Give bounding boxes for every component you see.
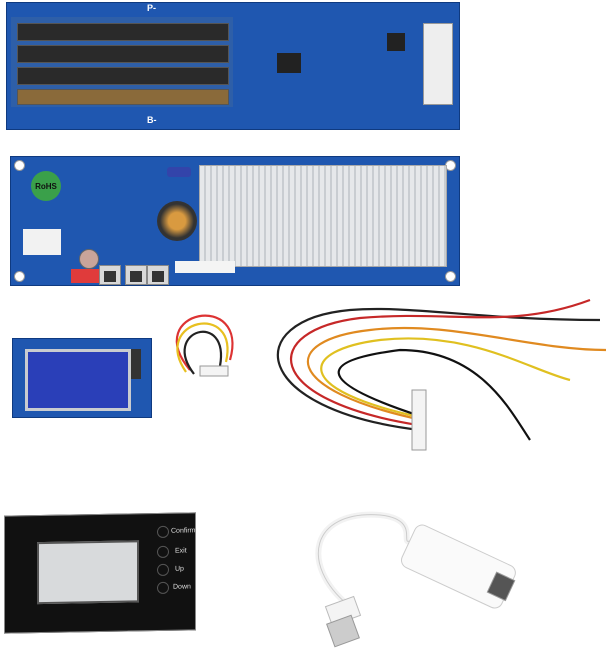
- usb-cable: [315, 511, 412, 608]
- cable-red: [290, 298, 591, 427]
- rj45-port: [147, 265, 169, 285]
- p-minus-label: P-: [147, 3, 156, 13]
- display-panel: Confirm Exit Up Down: [4, 512, 196, 634]
- panel-screen: [37, 540, 139, 605]
- cable-small-black: [183, 330, 223, 375]
- dip-switch: [71, 269, 103, 283]
- lcd-connector: [131, 349, 141, 379]
- usb-ethernet-adapter: [315, 511, 516, 648]
- confirm-button-label[interactable]: Confirm: [171, 527, 196, 535]
- heatsink: [199, 165, 447, 267]
- lcd-module: [12, 338, 152, 418]
- rj45-socket: [486, 571, 516, 602]
- up-button-label[interactable]: Up: [175, 565, 184, 573]
- cable-connector-small: [199, 365, 229, 377]
- ic-chip: [277, 53, 301, 73]
- cable-harness: [175, 298, 607, 451]
- cable-orange: [307, 326, 607, 422]
- lcd-screen: [25, 349, 131, 411]
- backup-battery: [79, 249, 99, 269]
- cable-small-yellow: [176, 322, 229, 373]
- rohs-text: RoHS: [35, 181, 57, 191]
- cable-black: [276, 307, 601, 432]
- down-button-label[interactable]: Down: [173, 583, 191, 591]
- serial-sticker: [175, 261, 235, 273]
- usb-connector: [326, 614, 360, 648]
- rj45-port: [99, 265, 121, 285]
- main-bms-board: B- P-: [6, 2, 460, 130]
- inductor-coil: [157, 201, 197, 241]
- cable-connector: [411, 389, 427, 451]
- capacitor: [167, 167, 191, 177]
- mosfet-array: [11, 17, 233, 107]
- ic-chip: [387, 33, 405, 51]
- exit-button-label[interactable]: Exit: [175, 547, 187, 555]
- cable-black-2: [337, 348, 531, 441]
- connector-header: [423, 23, 453, 105]
- cable-yellow: [320, 337, 571, 420]
- b-minus-label: B-: [147, 115, 157, 125]
- label-sticker: [23, 229, 61, 255]
- control-board: RoHS: [10, 156, 460, 286]
- rj45-port: [125, 265, 147, 285]
- rohs-badge: RoHS: [31, 171, 61, 201]
